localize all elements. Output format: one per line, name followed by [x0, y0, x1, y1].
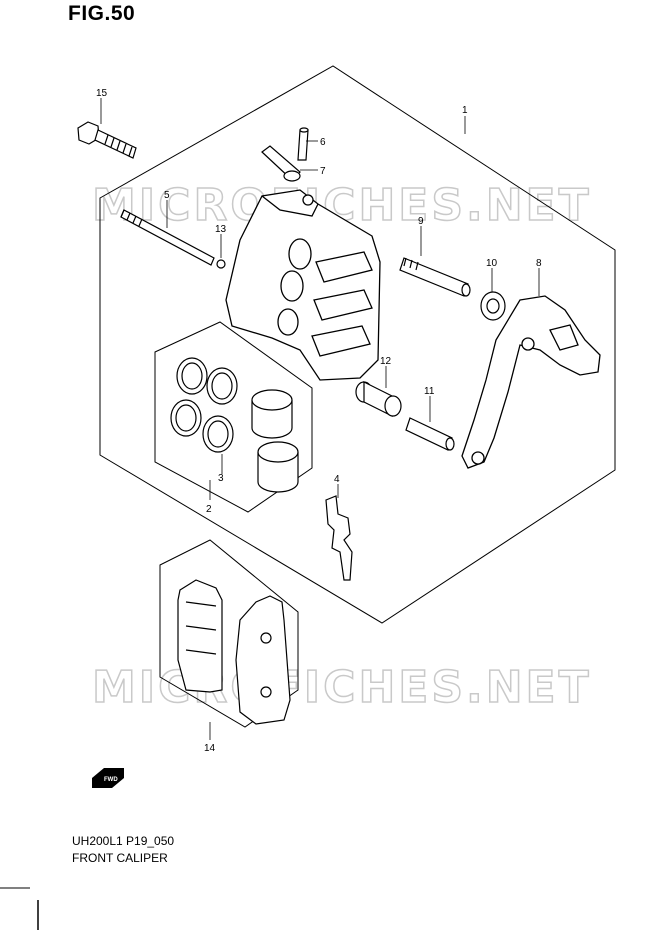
bleeder-part-6-7: [261, 127, 309, 182]
piston-seals-part-3: [170, 357, 238, 453]
piston-set-boundary: [154, 321, 313, 513]
part-name: FRONT CALIPER: [72, 851, 168, 865]
callout-5: 5: [164, 190, 170, 201]
bracket-part-8: [461, 295, 601, 469]
sleeve-part-11: [405, 417, 455, 451]
callout-2: 2: [206, 504, 212, 515]
figure-title: FIG.50: [68, 2, 136, 25]
callout-7: 7: [320, 166, 326, 177]
brake-pads-part-14: [177, 579, 291, 725]
callout-15: 15: [96, 88, 108, 99]
callout-14: 14: [204, 743, 216, 754]
caliper-body: [225, 189, 381, 381]
callout-6: 6: [320, 137, 326, 148]
pin-part-5: [120, 209, 215, 266]
fwd-arrow-icon: FWD: [92, 768, 124, 788]
callout-3: 3: [218, 473, 224, 484]
model-code: UH200L1 P19_050: [72, 834, 175, 848]
leader-lines: [100, 98, 540, 740]
callout-13: 13: [215, 224, 227, 235]
sleeve-pin-part-9: [399, 257, 471, 297]
callout-8: 8: [536, 258, 542, 269]
callout-11: 11: [424, 386, 435, 397]
callout-9: 9: [418, 216, 424, 227]
assembly-boundary: [99, 65, 616, 624]
callout-1: 1: [462, 105, 468, 116]
pistons: [251, 389, 299, 493]
boot-part-10: [480, 291, 506, 321]
spring-part-4: [325, 495, 353, 581]
clip-part-13: [216, 259, 226, 269]
watermark-bottom: MICROFICHES.NET: [92, 662, 592, 713]
callout-12: 12: [380, 356, 392, 367]
callout-10: 10: [486, 258, 498, 269]
fwd-label: FWD: [104, 777, 118, 783]
pad-set-boundary: [159, 539, 299, 728]
callout-4: 4: [334, 474, 340, 485]
bolt-part-15: [77, 121, 137, 159]
boot-part-12: [355, 381, 402, 417]
